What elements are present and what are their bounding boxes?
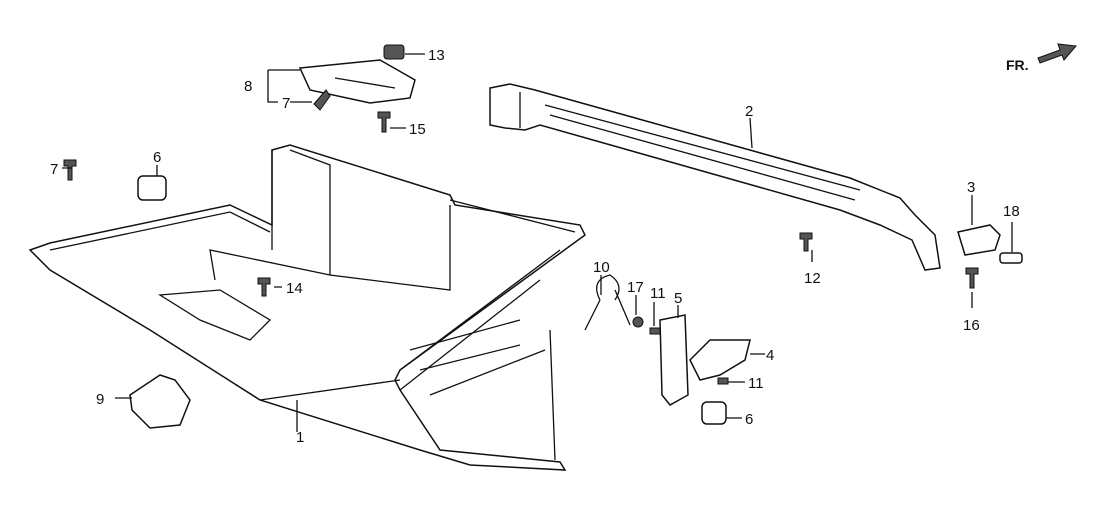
part-3-damper [957,224,1001,256]
callout-15: 15 [409,121,426,138]
part-18-pin [999,252,1023,264]
callout-16: 16 [963,317,980,334]
callout-14: 14 [286,280,303,297]
callout-6-top: 6 [153,149,161,166]
arrow-icon [1037,43,1077,64]
part-11-screw-a [649,327,661,335]
part-6-bumper-top [137,175,167,201]
part-14-screw [257,277,271,297]
fr-label: FR. [1006,57,1029,73]
callout-1: 1 [296,429,304,446]
callout-11-top: 11 [650,285,666,302]
callout-11-bottom: 11 [748,375,764,392]
part-4-plate [689,339,751,381]
front-direction-indicator: FR. [1006,43,1077,73]
part-8-latch-bracket [298,44,416,104]
callout-2: 2 [745,103,753,120]
part-10-spring [584,274,631,331]
part-7b-clip [63,159,77,181]
part-7-clip [313,89,331,111]
callouts: 1 2 3 4 5 6 6 7 7 8 9 10 11 11 12 13 14 … [50,47,1020,446]
part-12-screw [799,232,813,252]
callout-9: 9 [96,391,104,408]
callout-5: 5 [674,290,682,307]
callout-3: 3 [967,179,975,196]
callout-10: 10 [593,259,610,276]
part-9-latch [129,374,191,429]
part-17-washer [632,316,644,328]
part-15-screw [377,111,391,133]
callout-18: 18 [1003,203,1020,220]
callout-17: 17 [627,279,644,296]
part-16-screw [965,267,979,289]
part-2-bracket [489,83,941,271]
callout-4: 4 [766,347,774,364]
small-parts [63,89,1023,429]
callout-7-top: 7 [282,95,290,112]
callout-7-left: 7 [50,161,58,178]
part-1-glove-box [28,144,586,471]
leader-lines [62,53,1013,432]
callout-12: 12 [804,270,821,287]
part-6-bumper-bottom [701,401,727,425]
callout-8: 8 [244,78,252,95]
callout-6-bottom: 6 [745,411,753,428]
callout-13: 13 [428,47,445,64]
part-5-hinge [659,314,689,406]
part-11-screw-b [717,377,729,385]
